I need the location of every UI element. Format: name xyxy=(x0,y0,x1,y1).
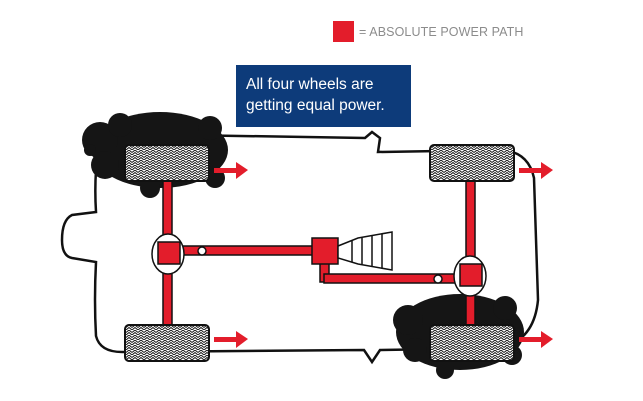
transmission xyxy=(311,231,393,271)
callout-line-2: getting equal power. xyxy=(246,97,385,114)
power-arrows xyxy=(214,162,553,348)
legend: = ABSOLUTE POWER PATH xyxy=(333,21,524,42)
left-differential xyxy=(151,233,207,275)
callout-background xyxy=(236,65,411,127)
arrow-rear-right xyxy=(519,331,553,348)
legend-label: = ABSOLUTE POWER PATH xyxy=(359,24,524,39)
arrow-front-left xyxy=(214,162,248,179)
tire-rear-right xyxy=(429,324,515,362)
callout: All four wheels are getting equal power. xyxy=(236,65,411,127)
tire-front-left xyxy=(124,144,210,182)
tire-front-right xyxy=(429,144,515,182)
legend-swatch xyxy=(333,21,354,42)
callout-line-1: All four wheels are xyxy=(246,76,374,93)
tire-rear-left xyxy=(124,324,210,362)
arrow-rear-left xyxy=(214,331,248,348)
arrow-front-right xyxy=(519,162,553,179)
right-differential xyxy=(433,255,487,297)
